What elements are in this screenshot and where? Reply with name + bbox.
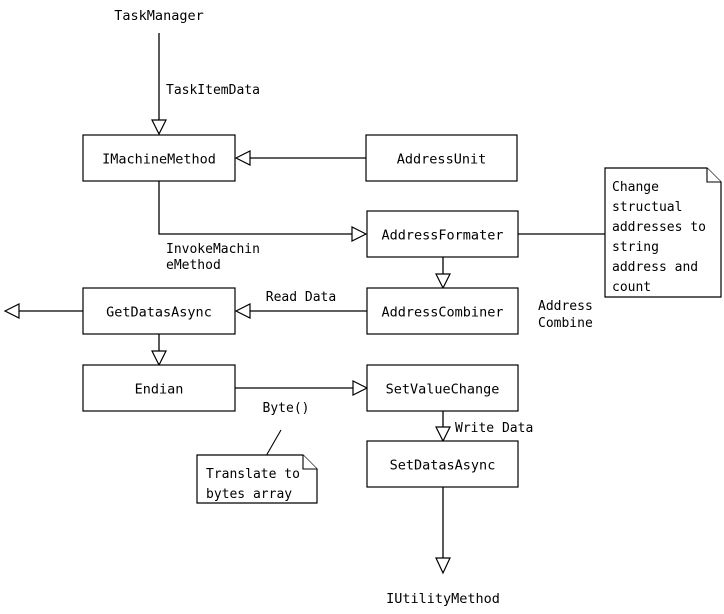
edge-label-invokemachinemethod-line-2: eMethod (166, 258, 221, 273)
edge-imachinemethod-to-addressformater (158, 181, 368, 242)
node-label-addressformater: AddressFormater (382, 228, 504, 244)
edge-setvaluechange-to-setdatasasync (435, 411, 451, 443)
note-change-addresses-line-1: Change (612, 180, 659, 195)
note-change-addresses-line-2: structual (612, 200, 682, 215)
edge-label-addresscombine-line-2: Combine (538, 316, 593, 331)
node-setdatasasync[interactable]: SetDatasAsync (366, 440, 519, 488)
note-change-addresses[interactable]: Change structual addresses to string add… (604, 167, 722, 298)
label-iutilitymethod: IUtilityMethod (386, 591, 500, 607)
node-setvaluechange[interactable]: SetValueChange (366, 364, 519, 412)
edge-getdatasasync-to-left (3, 303, 83, 319)
node-label-addressunit: AddressUnit (397, 152, 486, 168)
leader-byte-to-translate-note (265, 429, 282, 457)
node-addressunit[interactable]: AddressUnit (365, 134, 518, 182)
node-label-setvaluechange: SetValueChange (386, 382, 500, 398)
edge-label-addresscombine-line-1: Address (538, 299, 593, 314)
note-change-addresses-line-3: addresses to (612, 220, 706, 235)
node-label-endian: Endian (135, 382, 184, 398)
edge-taskmanager-to-imachinemethod (151, 33, 167, 136)
edge-label-taskitemdata: TaskItemData (166, 83, 260, 98)
note-change-addresses-line-6: count (612, 280, 651, 295)
note-change-addresses-line-5: address and (612, 260, 698, 275)
edge-addressformater-to-addresscombiner (435, 257, 451, 290)
edge-endian-to-setvaluechange (235, 380, 369, 396)
node-label-addresscombiner: AddressCombiner (382, 305, 504, 321)
edge-label-byte: Byte() (263, 401, 310, 416)
note-translate-bytes-line-1: Translate to (206, 467, 300, 482)
edge-label-readdata: Read Data (266, 290, 336, 305)
node-label-setdatasasync: SetDatasAsync (390, 458, 496, 474)
edge-setdatasasync-to-iutilitymethod (435, 487, 451, 575)
node-addresscombiner[interactable]: AddressCombiner (366, 287, 519, 335)
note-translate-bytes[interactable]: Translate to bytes array (196, 454, 318, 504)
label-taskmanager: TaskManager (114, 8, 203, 24)
node-addressformater[interactable]: AddressFormater (366, 210, 519, 258)
node-imachinemethod[interactable]: IMachineMethod (82, 134, 236, 182)
edge-label-invokemachinemethod-line-1: InvokeMachin (166, 242, 260, 257)
edge-getdatasasync-to-endian (151, 334, 167, 367)
node-getdatasasync[interactable]: GetDatasAsync (82, 287, 236, 335)
node-label-getdatasasync: GetDatasAsync (106, 305, 212, 321)
edge-addresscombiner-to-getdatasasync (234, 303, 367, 319)
edge-label-writedata: Write Data (455, 421, 533, 436)
note-translate-bytes-line-2: bytes array (206, 487, 292, 502)
node-endian[interactable]: Endian (82, 364, 236, 412)
node-label-imachinemethod: IMachineMethod (102, 152, 216, 168)
edge-addressunit-to-imachinemethod (234, 150, 366, 166)
note-change-addresses-line-4: string (612, 240, 659, 255)
